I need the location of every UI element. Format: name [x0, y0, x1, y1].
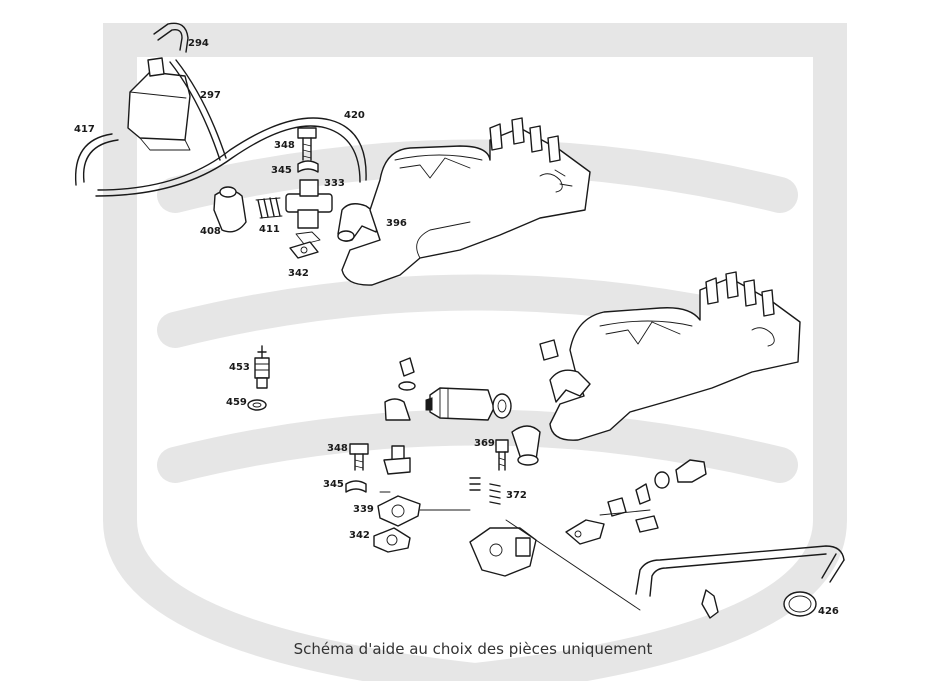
- washer-345: [297, 160, 319, 173]
- callout-369[interactable]: 369: [474, 438, 495, 449]
- callout-396[interactable]: 396: [386, 218, 407, 229]
- callout-372[interactable]: 372: [506, 490, 527, 501]
- washer-345-lower: [345, 480, 367, 493]
- callout-297[interactable]: 297: [200, 90, 221, 101]
- callout-453[interactable]: 453: [229, 362, 250, 373]
- elbow-396: [337, 203, 381, 242]
- callout-345-lower[interactable]: 345: [323, 479, 344, 490]
- sender-453: [254, 345, 270, 389]
- clip-bracket: [701, 589, 719, 619]
- fitting-369: [495, 439, 509, 471]
- engine-block-upper: [341, 117, 591, 286]
- engine-block-lower: [539, 271, 801, 441]
- callout-411[interactable]: 411: [259, 224, 280, 235]
- valve-333: [285, 179, 333, 245]
- callout-426[interactable]: 426: [818, 606, 839, 617]
- hose-elbow-294: [153, 22, 189, 53]
- callout-342-upper[interactable]: 342: [288, 268, 309, 279]
- hose-420: [95, 117, 367, 197]
- callout-348-upper[interactable]: 348: [274, 140, 295, 151]
- callout-342-lower[interactable]: 342: [349, 530, 370, 541]
- bolt-348-lower: [349, 443, 369, 471]
- callout-417[interactable]: 417: [74, 124, 95, 135]
- leader-lines: [379, 491, 651, 611]
- housing-lower: [469, 527, 537, 577]
- bolt-348: [297, 127, 317, 161]
- diagram-caption: Schéma d'aide au choix des pièces unique…: [293, 640, 653, 658]
- gasket-342-lower: [373, 527, 411, 553]
- watermark-shield-icon: [103, 23, 847, 681]
- small-fitting-left: [469, 477, 481, 491]
- callout-345-upper[interactable]: 345: [271, 165, 292, 176]
- return-pipe: [635, 545, 845, 597]
- callout-339[interactable]: 339: [353, 504, 374, 515]
- elbow-408: [213, 186, 247, 233]
- gasket-342: [289, 241, 319, 259]
- callout-459[interactable]: 459: [226, 397, 247, 408]
- pipe-joint: [511, 425, 541, 466]
- spring-411: [255, 197, 283, 219]
- bracket-valve: [383, 445, 411, 475]
- callout-333[interactable]: 333: [324, 178, 345, 189]
- hose-417: [74, 133, 119, 186]
- callout-420[interactable]: 420: [344, 110, 365, 121]
- coolant-reservoir: [127, 57, 191, 151]
- callout-348-lower[interactable]: 348: [327, 443, 348, 454]
- hose-clamp-426: [783, 591, 817, 617]
- sensor-fittings: [565, 459, 707, 545]
- callout-294[interactable]: 294: [188, 38, 209, 49]
- spring-372: [489, 483, 501, 505]
- flange-339: [377, 495, 421, 527]
- callout-408[interactable]: 408: [200, 226, 221, 237]
- pump-motor: [425, 387, 512, 421]
- washer-459: [247, 399, 267, 411]
- hose-297: [169, 59, 227, 161]
- clip-parts: [384, 357, 416, 421]
